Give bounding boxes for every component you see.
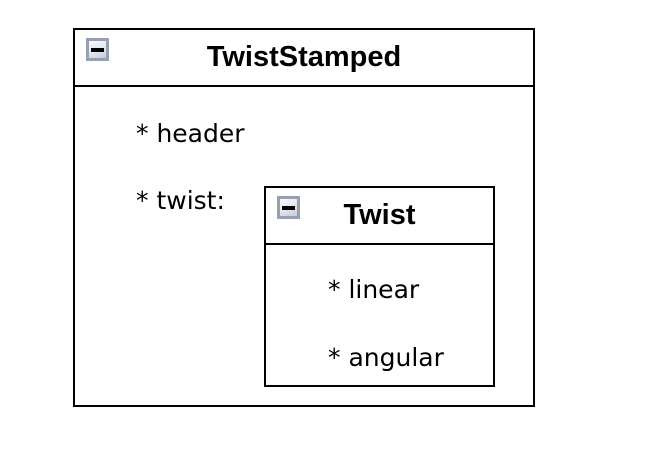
twist-titlebar: Twist [266, 188, 493, 245]
minus-icon [282, 205, 295, 210]
minus-icon [91, 47, 104, 52]
twiststamped-titlebar: TwistStamped [75, 30, 533, 87]
twiststamped-box: TwistStamped * header * twist: Twist * l… [73, 28, 535, 407]
twiststamped-body: * header * twist: [75, 87, 533, 405]
field-twist: * twist: [136, 186, 225, 215]
field-angular: * angular [328, 343, 444, 372]
twist-collapse-button[interactable] [277, 196, 300, 219]
field-linear: * linear [328, 275, 420, 304]
twiststamped-title: TwistStamped [206, 41, 402, 73]
twist-body: * linear * angular [266, 245, 493, 385]
twist-title: Twist [343, 199, 416, 231]
field-header: * header [136, 119, 245, 148]
twiststamped-collapse-button[interactable] [86, 38, 109, 61]
twist-box: Twist * linear * angular [264, 186, 495, 387]
